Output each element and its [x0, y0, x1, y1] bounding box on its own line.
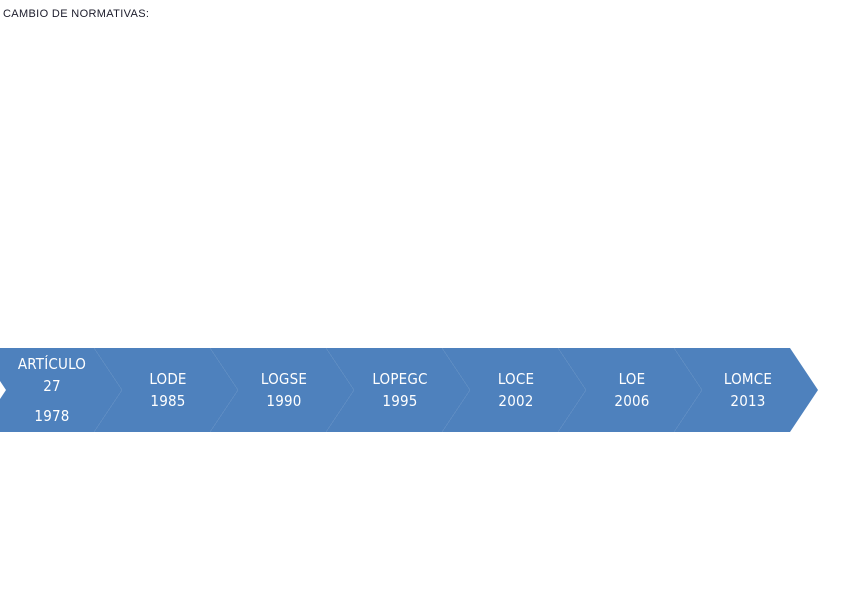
timeline-step-label: LOPEGC 1995	[372, 368, 427, 412]
timeline-step-line: 1978	[34, 407, 70, 425]
timeline-step-label: LOE 2006	[614, 368, 649, 412]
page-title: CAMBIO DE NORMATIVAS:	[3, 8, 150, 20]
timeline-step-line: LOPEGC	[372, 370, 428, 388]
timeline-step-line: LOCE	[497, 370, 535, 388]
timeline-step-articulo-27[interactable]: ARTÍCULO 27 1978	[0, 348, 122, 432]
timeline-step-line: 2013	[730, 392, 766, 410]
timeline-step-line: LOGSE	[260, 370, 308, 388]
timeline-step-line: 27	[43, 377, 61, 395]
timeline-step-line: 2006	[614, 392, 650, 410]
timeline-step-line: ARTÍCULO	[17, 355, 87, 373]
timeline-step-line: 1995	[382, 392, 418, 410]
process-chevron-timeline: ARTÍCULO 27 1978 LODE 1985 LOGSE 1990 LOPEGC 199…	[0, 348, 848, 432]
timeline-step-line: 2002	[498, 392, 534, 410]
timeline-step-line: LOE	[618, 370, 646, 388]
timeline-step-line: LODE	[149, 370, 187, 388]
timeline-step-line: 1990	[266, 392, 302, 410]
timeline-step-line: 1985	[150, 392, 186, 410]
timeline-step-label: LOCE 2002	[498, 368, 534, 412]
timeline-step-label: LOGSE 1990	[261, 368, 307, 412]
timeline-step-line: LOMCE	[723, 370, 773, 388]
timeline-step-label: LOMCE 2013	[724, 368, 772, 412]
timeline-step-label: LODE 1985	[149, 368, 186, 412]
timeline-step-label: ARTÍCULO 27 1978	[18, 353, 86, 427]
